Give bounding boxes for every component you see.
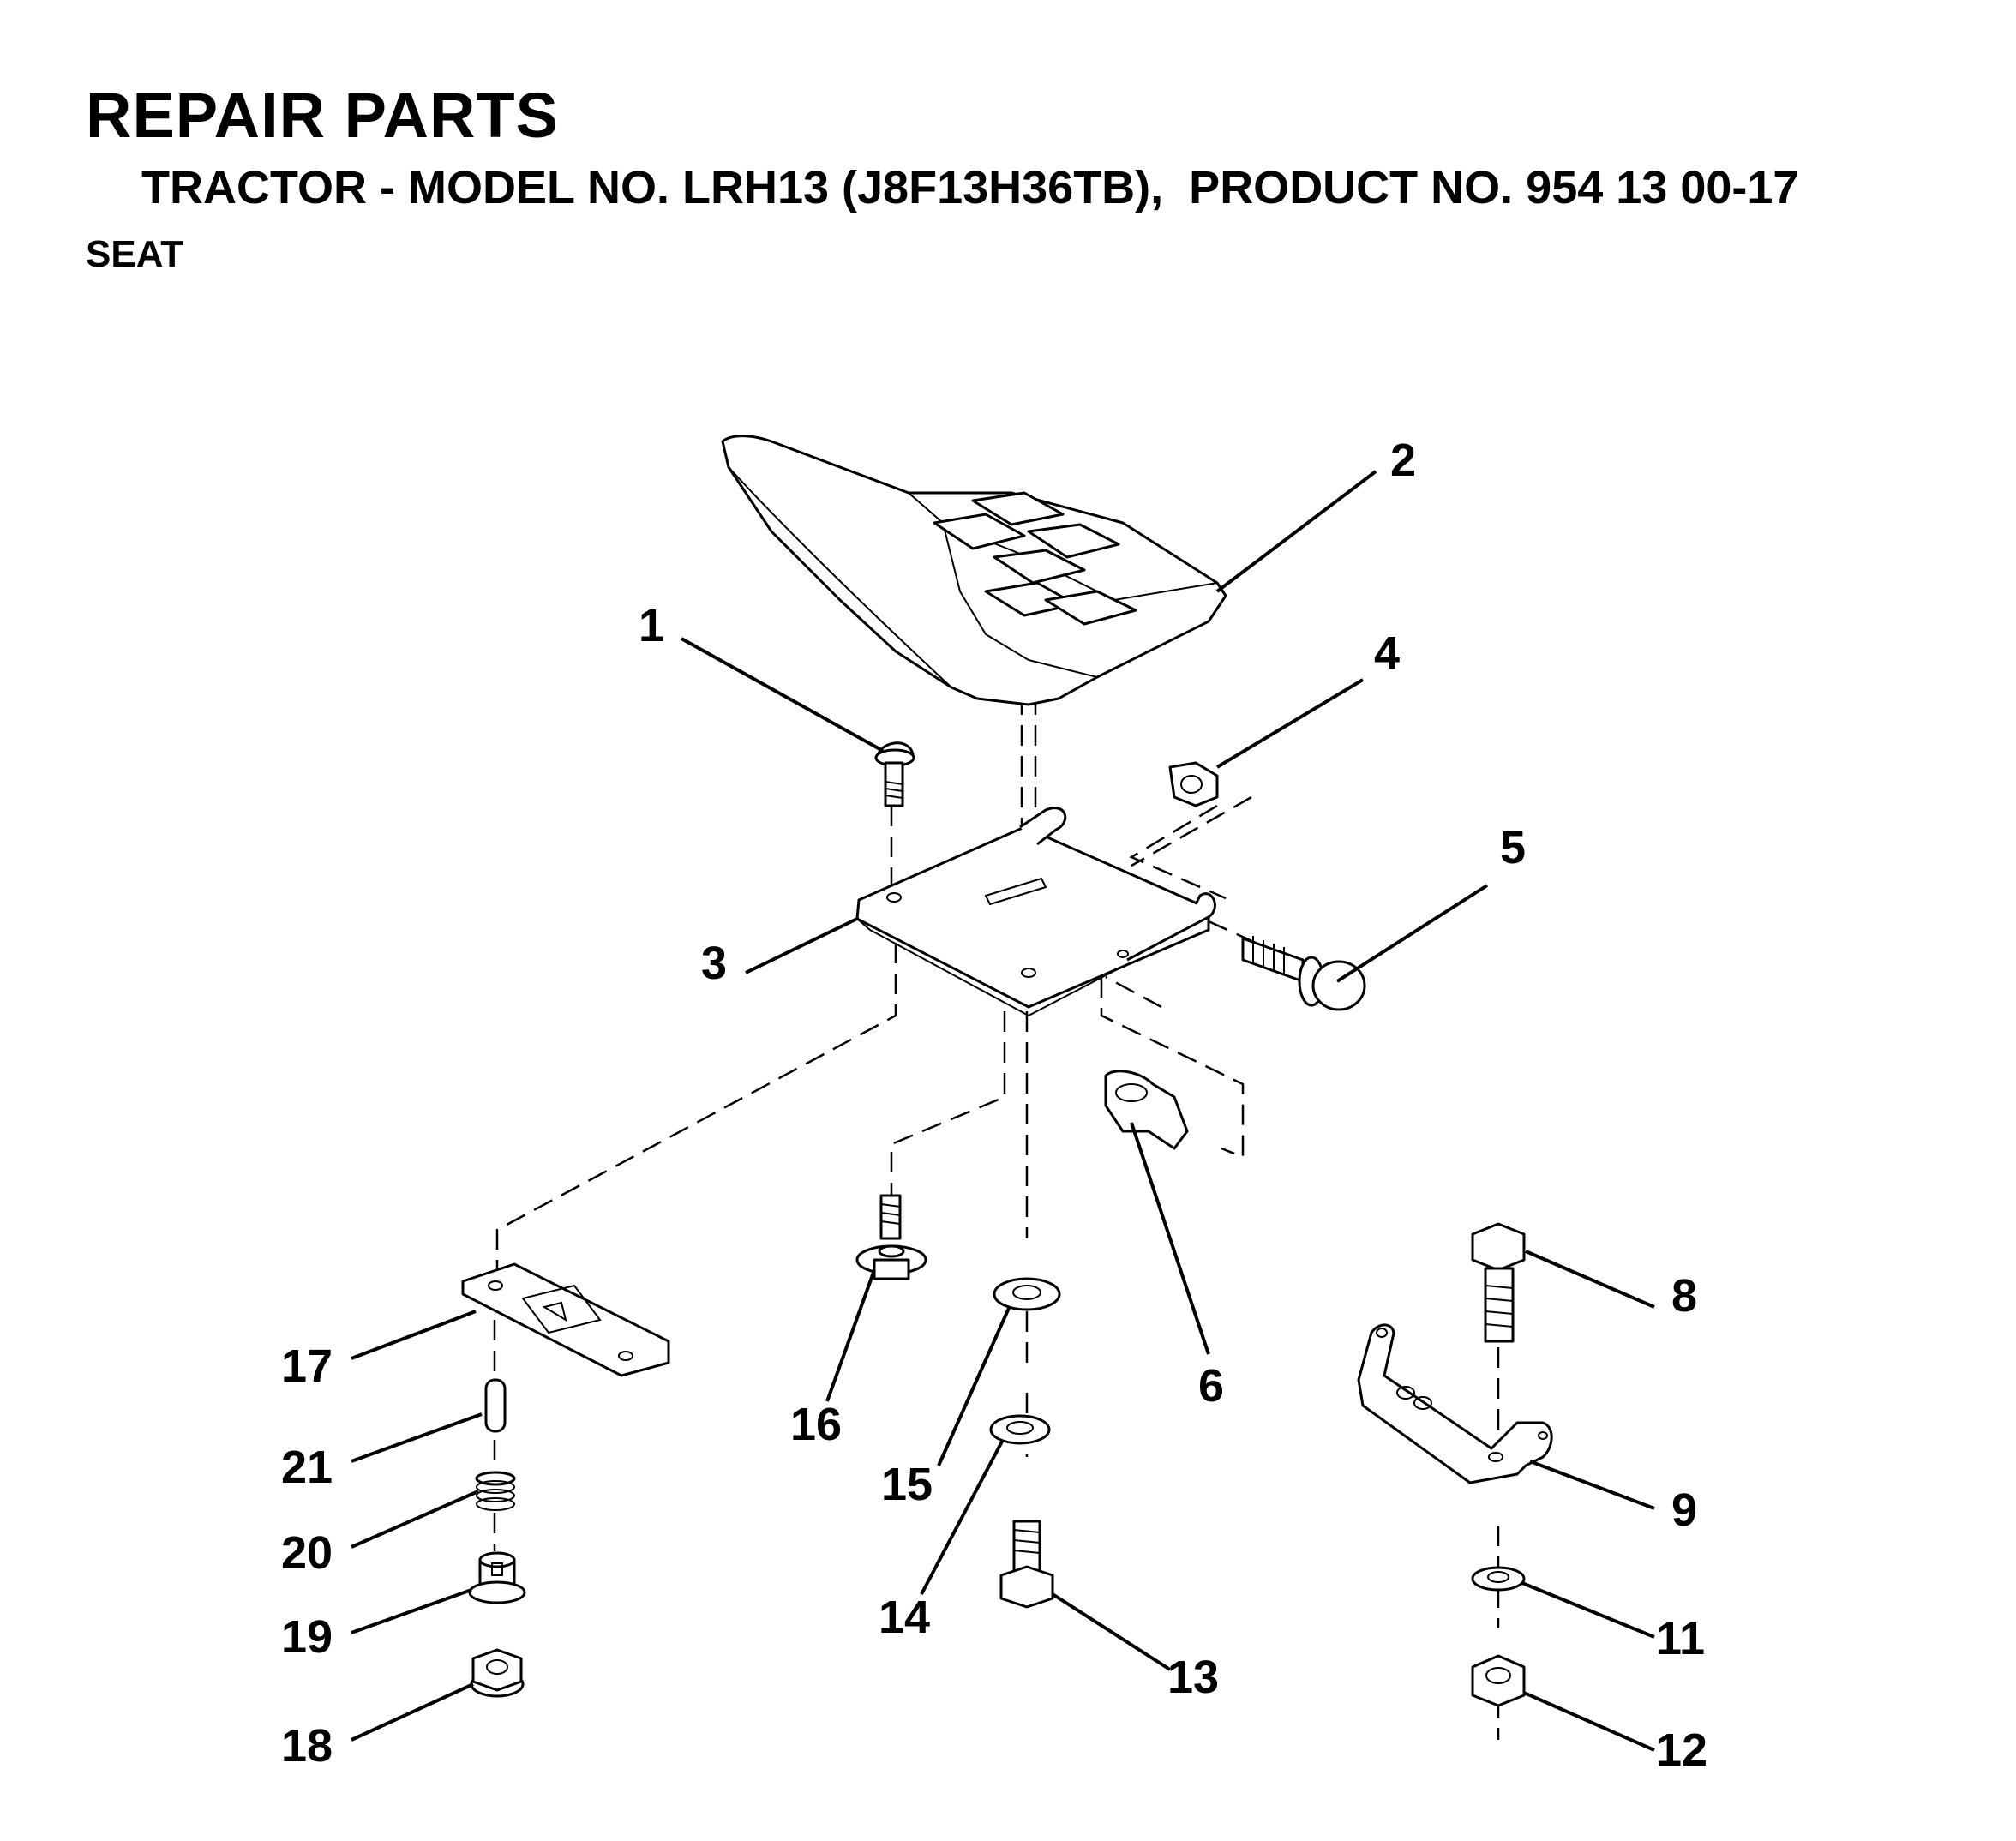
callout-9: 9 <box>1671 1484 1697 1536</box>
spring-part <box>475 1471 516 1511</box>
model-subtitle: TRACTOR - MODEL NO. LRH13 (J8F13H36TB), … <box>141 162 1799 213</box>
hex-bolt-13-part <box>999 1520 1054 1609</box>
seat-bracket-9-part <box>1357 1323 1553 1484</box>
callout-21: 21 <box>281 1442 333 1493</box>
flanged-bushing-part <box>468 1551 526 1604</box>
shoulder-bolt-part <box>855 1194 927 1280</box>
page-title: REPAIR PARTS <box>86 80 559 151</box>
hex-nut-part <box>1168 761 1219 807</box>
spring-clip-part <box>1104 1070 1189 1150</box>
callout-11: 11 <box>1656 1613 1705 1664</box>
callout-12: 12 <box>1656 1724 1707 1776</box>
callout-16: 16 <box>790 1399 842 1450</box>
callout-14: 14 <box>879 1592 930 1643</box>
latch-plate-part <box>461 1262 670 1377</box>
callout-4: 4 <box>1374 627 1400 679</box>
seat-part <box>721 435 1227 706</box>
carriage-bolt-part <box>874 741 915 807</box>
hex-bolt-8-part <box>1471 1222 1526 1343</box>
callout-18: 18 <box>281 1720 333 1772</box>
callout-6: 6 <box>1198 1360 1224 1412</box>
callout-15: 15 <box>881 1459 933 1510</box>
lock-nut-part <box>1471 1654 1526 1707</box>
flange-nut-part <box>470 1648 525 1698</box>
callout-17: 17 <box>281 1340 333 1392</box>
lock-washer-part <box>989 1414 1051 1445</box>
callout-8: 8 <box>1671 1270 1697 1322</box>
callout-20: 20 <box>281 1527 333 1579</box>
callout-13: 13 <box>1167 1652 1219 1703</box>
washer-11-part <box>1471 1566 1526 1592</box>
hex-bolt-5-part <box>1241 936 1366 1011</box>
assembly-lines <box>493 694 1500 1740</box>
callout-2: 2 <box>1390 435 1416 486</box>
callout-1: 1 <box>639 600 664 651</box>
callout-labels: 1 2 3 4 5 6 8 9 11 12 13 14 15 16 17 18 … <box>281 435 1707 1776</box>
section-label: SEAT <box>86 233 184 275</box>
flat-washer-part <box>993 1277 1061 1311</box>
seat-bracket-part <box>855 807 1216 1016</box>
callout-19: 19 <box>281 1611 333 1663</box>
pin-part <box>484 1378 507 1433</box>
leader-lines <box>351 470 1655 1752</box>
callout-3: 3 <box>701 938 727 989</box>
callout-5: 5 <box>1500 822 1526 873</box>
